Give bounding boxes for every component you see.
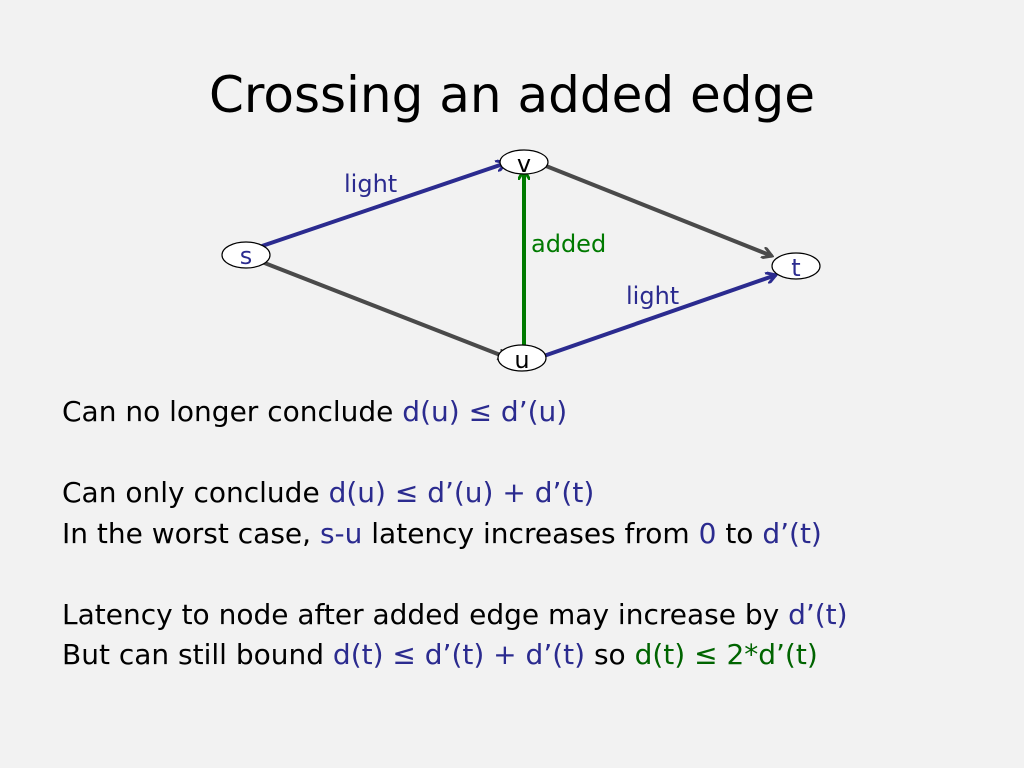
text-line-2: Can only conclude d(u) ≤ d’(u) + d’(t) [62, 473, 1002, 514]
node-t-label: t [791, 254, 800, 282]
node-s-label: s [240, 242, 253, 270]
text-line-1-b: d(u) ≤ d’(u) [402, 395, 568, 428]
text-line-4: Latency to node after added edge may inc… [62, 595, 1002, 636]
node-s: s [221, 241, 271, 270]
text-line-1: Can no longer conclude d(u) ≤ d’(u) [62, 392, 1002, 433]
text-line-3-a: In the worst case, [62, 516, 320, 550]
text-line-3-e: to [716, 516, 763, 550]
text-line-5-b: d(t) ≤ d’(t) + d’(t) [332, 638, 586, 671]
edge-s-u [261, 260, 508, 358]
node-v-label: v [517, 150, 531, 178]
edge-label-vu: added [531, 230, 606, 258]
text-line-1-a: Can no longer conclude [62, 395, 403, 428]
spacer [62, 433, 1002, 474]
text-line-4-a: Latency to node after added edge may inc… [62, 597, 789, 631]
node-u-label: u [514, 346, 529, 374]
spacer [62, 554, 1002, 595]
text-line-5: But can still bound d(t) ≤ d’(t) + d’(t)… [62, 635, 1002, 676]
slide-title: Crossing an added edge [208, 66, 815, 124]
edge-label-sv: light [344, 170, 397, 198]
body-text: Can no longer conclude d(u) ≤ d’(u) Can … [62, 392, 1002, 676]
edge-u-t-light [537, 275, 776, 360]
node-v: v [499, 149, 549, 178]
text-line-3-f: d’(t) [762, 516, 822, 550]
edge-s-v-light [261, 163, 506, 248]
text-line-3: In the worst case, s-u latency increases… [62, 514, 1002, 555]
text-line-3-d: 0 [698, 516, 717, 550]
text-line-4-b: d’(t) [788, 597, 848, 631]
text-line-2-a: Can only conclude [62, 476, 329, 509]
edge-label-ut: light [626, 282, 679, 310]
edge-v-t [535, 160, 772, 256]
text-line-3-c: latency increases from [362, 516, 699, 550]
text-line-5-c: so [585, 638, 635, 671]
text-line-5-a: But can still bound [62, 638, 333, 671]
text-line-5-d: d(t) ≤ 2*d’(t) [634, 638, 818, 671]
text-line-2-b: d(u) ≤ d’(u) + d’(t) [328, 476, 595, 509]
node-u: u [497, 344, 547, 374]
text-line-3-b: s-u [319, 516, 363, 550]
node-t: t [771, 252, 821, 282]
